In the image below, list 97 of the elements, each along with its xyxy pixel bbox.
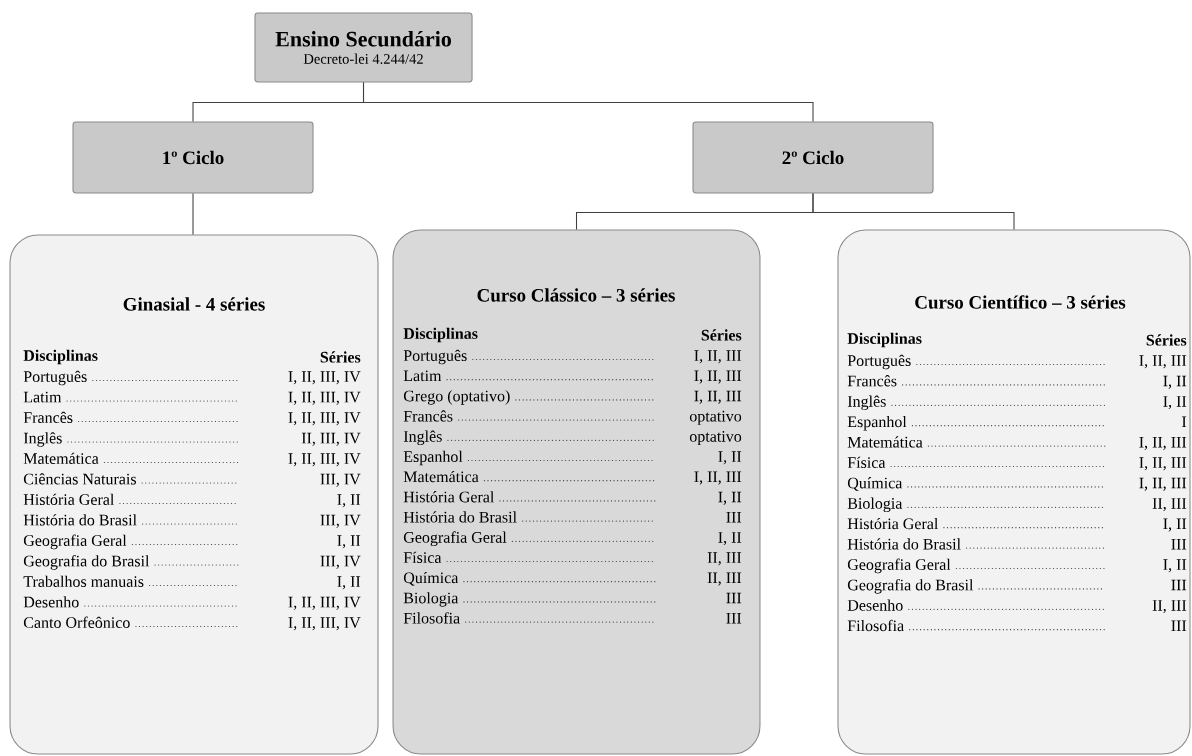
series-text: I, II	[1163, 518, 1187, 532]
subject-name: História Geral	[23, 493, 115, 505]
series-text: I, II	[1163, 375, 1187, 389]
subject-name: Física	[403, 551, 442, 563]
subject-name: Espanhol	[403, 450, 463, 466]
series-text: II, III	[1152, 600, 1187, 614]
subject-name: Inglês	[403, 430, 442, 446]
subject-name: Espanhol	[847, 415, 907, 431]
column-header: Séries	[1146, 334, 1187, 346]
series-text: I, II, III	[694, 350, 742, 364]
connector-line	[192, 192, 194, 236]
series-text: I, II, III	[1139, 436, 1187, 450]
subject-name: Geografia do Brasil	[23, 555, 150, 570]
subject-name: Desenho	[847, 599, 903, 611]
subject-name: Matemática	[23, 452, 99, 464]
subject-name: Francês	[23, 411, 73, 423]
series-text: I, II	[718, 532, 742, 546]
series-text: optativo	[689, 410, 742, 425]
series-text: III	[1171, 579, 1187, 591]
series-text: I, II	[718, 491, 742, 505]
series-text: I, II, III	[694, 471, 742, 485]
subject-name: Filosofia	[403, 612, 460, 624]
series-text: I, II, III, IV	[288, 453, 361, 467]
series-text: I, II	[337, 576, 361, 590]
subject-name: Geografia Geral	[403, 531, 507, 547]
series-text: I, II	[718, 451, 742, 465]
subject-name: Geografia do Brasil	[847, 578, 974, 594]
subject-name: Português	[847, 354, 911, 370]
subject-name: Grego (optativo)	[403, 390, 510, 405]
series-text: I, II, III	[1139, 457, 1187, 471]
course-title: Ginasial - 4 séries	[123, 297, 265, 311]
subject-name: Química	[847, 477, 903, 491]
series-text: I, II, III, IV	[288, 391, 361, 405]
series-text: III, IV	[320, 555, 361, 569]
series-text: II, III, IV	[301, 432, 361, 446]
series-text: II, III	[707, 572, 742, 586]
subject-name: Latim	[403, 370, 442, 382]
subject-name: Trabalhos manuais	[23, 575, 144, 587]
subject-name: Física	[847, 456, 886, 468]
subject-name: Português	[403, 349, 467, 365]
subject-name: Francês	[847, 375, 897, 387]
series-text: II, III	[1152, 498, 1187, 512]
subject-name: Latim	[23, 391, 62, 403]
subject-name: Francês	[403, 410, 453, 422]
column-header: Disciplinas	[23, 349, 98, 365]
series-text: III	[726, 612, 742, 624]
series-text: III, IV	[320, 514, 361, 528]
subject-name: História do Brasil	[847, 538, 961, 550]
subject-name: Inglês	[23, 432, 62, 447]
series-text: II, III	[707, 552, 742, 566]
subject-name: Biologia	[403, 592, 459, 607]
column-header: Disciplinas	[403, 327, 478, 343]
series-text: I, II	[1163, 559, 1187, 573]
subject-name: Matemática	[403, 470, 479, 483]
series-text: I, II, III	[694, 390, 742, 404]
cycle-box: 2º Ciclo	[692, 121, 934, 194]
subject-name: História Geral	[847, 517, 939, 530]
series-text: I, II, III, IV	[288, 371, 361, 385]
series-text: I, II, III	[694, 370, 742, 384]
series-text: I, II, III, IV	[288, 617, 361, 631]
connector-line	[362, 82, 814, 123]
course-title: Curso Clássico – 3 séries	[477, 288, 675, 302]
series-text: III, IV	[320, 473, 361, 487]
course-title: Curso Científico – 3 séries	[915, 295, 1126, 309]
series-text: I	[1182, 416, 1187, 428]
subject-name: História do Brasil	[23, 514, 137, 526]
series-text: I, II, III, IV	[288, 596, 361, 610]
series-text: III	[726, 511, 742, 523]
series-text: III	[1171, 538, 1187, 550]
series-text: I, II, III, IV	[288, 412, 361, 426]
series-text: optativo	[689, 431, 742, 446]
subject-name: Português	[23, 370, 87, 386]
subject-name: Geografia Geral	[847, 558, 951, 574]
subject-name: Canto Orfeônico	[23, 616, 130, 628]
title-box: Ensino Secundário Decreto-lei 4.244/42	[254, 12, 473, 83]
connector-line	[812, 192, 1015, 230]
column-header: Séries	[701, 329, 742, 341]
subject-name: Filosofia	[847, 619, 904, 632]
subject-name: Inglês	[847, 395, 886, 411]
series-text: I, II	[337, 535, 361, 549]
subject-name: Biologia	[847, 497, 903, 513]
series-text: I, II	[337, 494, 361, 508]
series-text: I, II, III	[1139, 355, 1187, 369]
series-text: I, II, III	[1139, 477, 1187, 491]
cycle-box: 1º Ciclo	[72, 121, 314, 194]
subject-name: História Geral	[403, 491, 495, 503]
subject-name: Desenho	[23, 596, 79, 608]
subject-name: História do Brasil	[403, 511, 517, 523]
column-header: Séries	[320, 351, 361, 363]
subject-name: Química	[403, 571, 459, 586]
subject-name: Ciências Naturais	[23, 473, 136, 485]
subject-name: Geografia Geral	[23, 534, 127, 550]
series-text: III	[726, 592, 742, 604]
subject-name: Matemática	[847, 436, 923, 448]
column-header: Disciplinas	[847, 332, 922, 348]
series-text: I, II	[1163, 396, 1187, 410]
series-text: III	[1171, 620, 1187, 632]
